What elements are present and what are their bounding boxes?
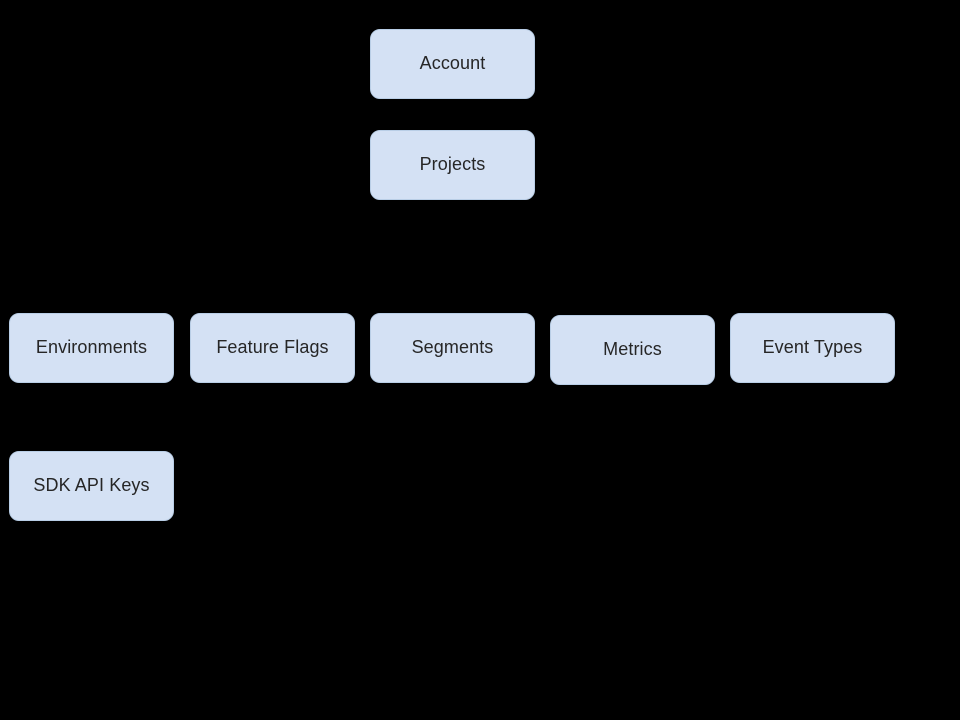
node-label: Feature Flags [216,337,329,358]
node-label: Event Types [762,337,863,358]
node-event-types[interactable]: Event Types [730,313,895,383]
node-label: Segments [411,337,494,358]
node-label: Account [419,53,486,74]
node-label: SDK API Keys [33,475,150,496]
node-segments[interactable]: Segments [370,313,535,383]
node-account[interactable]: Account [370,29,535,99]
node-label: Metrics [603,339,662,360]
node-feature-flags[interactable]: Feature Flags [190,313,355,383]
node-metrics[interactable]: Metrics [550,315,715,385]
node-label: Environments [35,337,148,358]
node-projects[interactable]: Projects [370,130,535,200]
node-sdk-api-keys[interactable]: SDK API Keys [9,451,174,521]
node-environments[interactable]: Environments [9,313,174,383]
node-label: Projects [419,154,486,175]
